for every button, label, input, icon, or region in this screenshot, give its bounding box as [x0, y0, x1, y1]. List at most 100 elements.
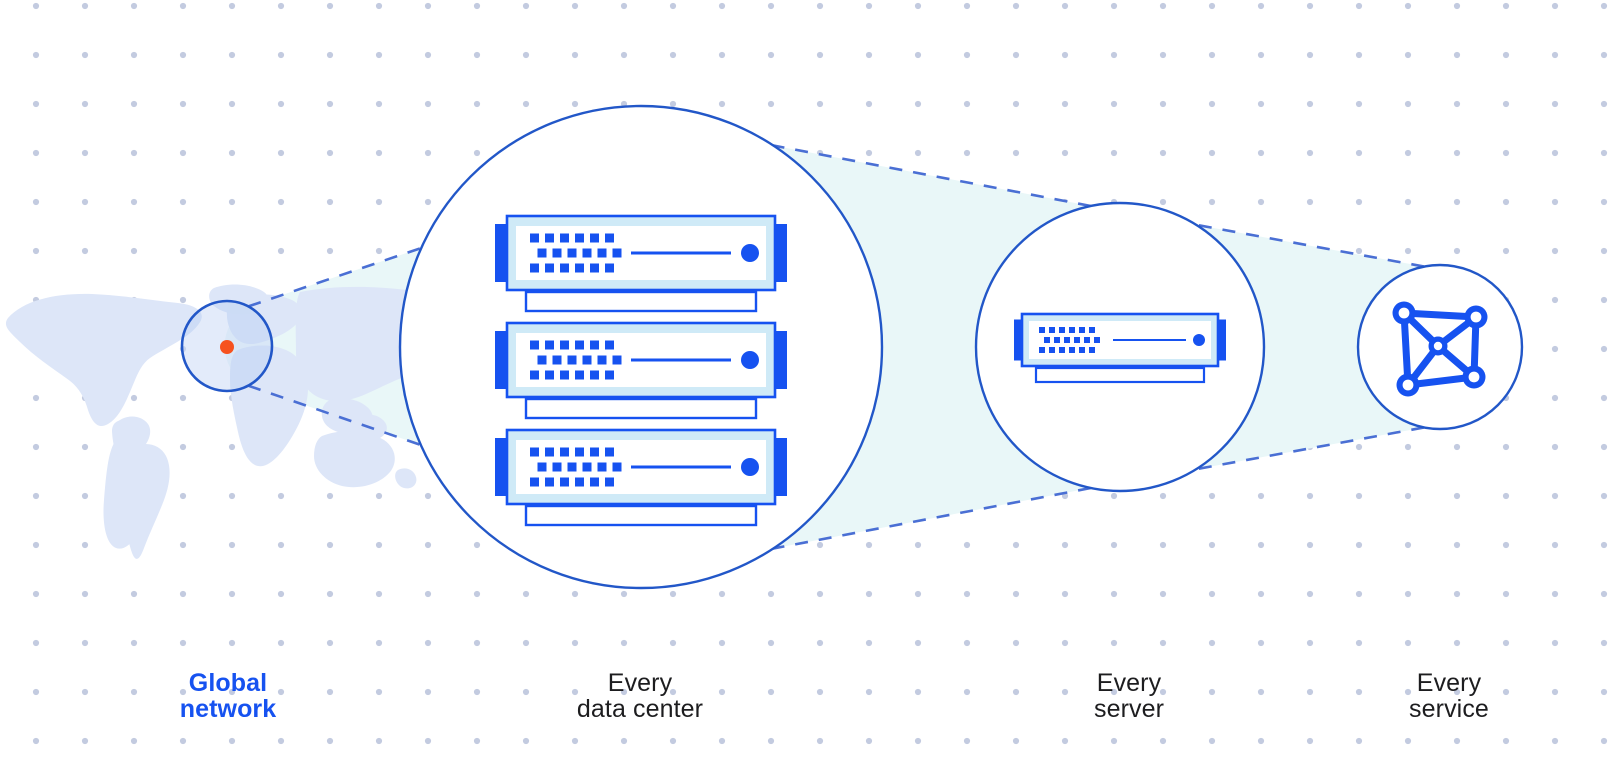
grid-dot — [1600, 492, 1608, 500]
grid-dot — [1404, 2, 1412, 10]
server-led-matrix — [1039, 327, 1100, 353]
grid-dot — [1257, 688, 1265, 696]
grid-dot — [1600, 688, 1608, 696]
server-led — [530, 477, 539, 487]
server-led — [597, 355, 607, 365]
grid-dot — [473, 100, 481, 108]
grid-dot — [1600, 443, 1608, 451]
grid-dot — [277, 737, 285, 745]
grid-dot — [1404, 639, 1412, 647]
grid-dot — [865, 541, 873, 549]
grid-dot — [326, 149, 334, 157]
service-node-bottom-left-hole — [1402, 379, 1414, 391]
grid-dot — [326, 492, 334, 500]
grid-dot — [179, 394, 187, 402]
grid-dot — [1453, 51, 1461, 59]
grid-dot — [228, 688, 236, 696]
grid-dot — [1306, 639, 1314, 647]
grid-dot — [473, 639, 481, 647]
grid-dot — [1012, 100, 1020, 108]
grid-dot — [32, 541, 40, 549]
grid-dot — [1502, 541, 1510, 549]
server-led — [545, 233, 554, 243]
grid-dot — [473, 688, 481, 696]
grid-dot — [375, 198, 383, 206]
grid-dot — [1551, 639, 1559, 647]
grid-dot — [424, 198, 432, 206]
grid-dot — [130, 737, 138, 745]
grid-dot — [1306, 2, 1314, 10]
grid-dot — [473, 541, 481, 549]
grid-dot — [1159, 198, 1167, 206]
grid-dot — [32, 2, 40, 10]
grid-dot — [963, 51, 971, 59]
grid-dot — [130, 51, 138, 59]
grid-dot — [277, 198, 285, 206]
server-led — [545, 340, 554, 350]
grid-dot — [32, 590, 40, 598]
grid-dot — [424, 590, 432, 598]
grid-dot — [1257, 149, 1265, 157]
grid-dot — [1257, 541, 1265, 549]
grid-dot — [1502, 443, 1510, 451]
grid-dot — [375, 590, 383, 598]
server-led — [605, 263, 614, 273]
grid-dot — [1600, 2, 1608, 10]
grid-dot — [1061, 737, 1069, 745]
grid-dot — [1600, 639, 1608, 647]
server-led — [597, 462, 607, 472]
grid-dot — [277, 639, 285, 647]
grid-dot — [1306, 688, 1314, 696]
server-led — [590, 340, 599, 350]
grid-dot — [914, 100, 922, 108]
grid-dot — [669, 2, 677, 10]
grid-dot — [277, 149, 285, 157]
grid-dot — [669, 737, 677, 745]
grid-dot — [816, 688, 824, 696]
rack-rail-0 — [524, 290, 758, 313]
grid-dot — [963, 2, 971, 10]
grid-dot — [767, 590, 775, 598]
grid-dot — [1404, 443, 1412, 451]
server-led — [590, 477, 599, 487]
grid-dot — [424, 100, 432, 108]
grid-dot — [1453, 737, 1461, 745]
server-led — [1059, 327, 1065, 333]
server-unit-dc-2 — [495, 428, 787, 506]
grid-dot — [32, 198, 40, 206]
server-led — [605, 340, 614, 350]
grid-dot — [228, 443, 236, 451]
grid-dot — [1159, 639, 1167, 647]
grid-dot — [522, 590, 530, 598]
grid-dot — [571, 688, 579, 696]
server-led — [552, 355, 562, 365]
grid-dot — [277, 247, 285, 255]
grid-dot — [277, 590, 285, 598]
grid-dot — [1306, 541, 1314, 549]
grid-dot — [277, 100, 285, 108]
grid-dot — [228, 541, 236, 549]
grid-dot — [81, 639, 89, 647]
server-led — [1084, 337, 1090, 343]
grid-dot — [375, 149, 383, 157]
grid-dot — [522, 51, 530, 59]
grid-dot — [179, 541, 187, 549]
grid-dot — [1306, 737, 1314, 745]
grid-dot — [1012, 590, 1020, 598]
stage-label-line: network — [179, 695, 277, 724]
grid-dot — [1551, 492, 1559, 500]
grid-dot — [1600, 247, 1608, 255]
map-landmass-3 — [103, 438, 154, 549]
grid-dot — [865, 51, 873, 59]
grid-dot — [228, 737, 236, 745]
grid-dot — [1502, 149, 1510, 157]
grid-dot — [1159, 492, 1167, 500]
service-edge-3 — [1400, 309, 1412, 389]
grid-dot — [1600, 737, 1608, 745]
server-led — [605, 370, 614, 380]
server-unit-single — [1014, 312, 1226, 368]
grid-dot — [473, 149, 481, 157]
grid-dot — [1110, 149, 1118, 157]
grid-dot — [816, 51, 824, 59]
grid-dot — [571, 590, 579, 598]
